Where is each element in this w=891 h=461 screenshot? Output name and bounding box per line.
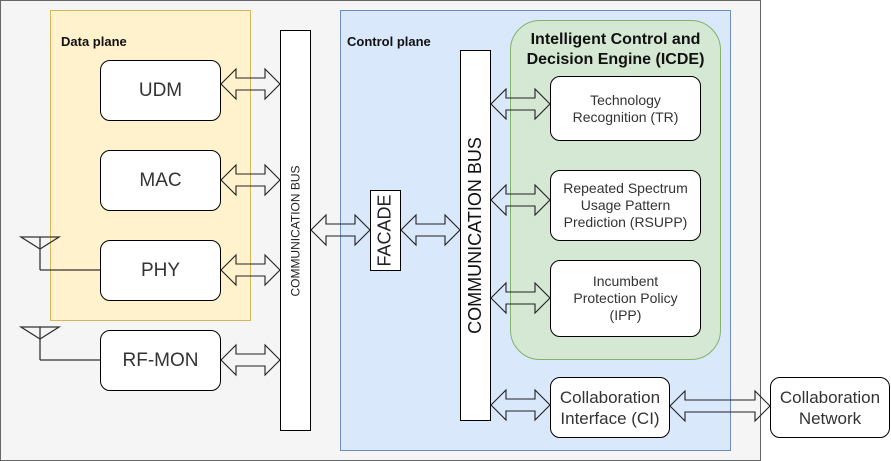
cn-line2: Network [798,408,862,428]
tr-module[interactable]: Technology Recognition (TR) [550,76,701,141]
rsupp-module[interactable]: Repeated Spectrum Usage Pattern Predicti… [550,170,701,241]
ipp-module[interactable]: Incumbent Protection Policy (IPP) [550,260,701,337]
collaboration-interface-block[interactable]: Collaboration Interface (CI) [550,377,670,438]
control-bus-label: COMMUNICATION BUS [465,137,486,334]
mac-block[interactable]: MAC [100,150,221,211]
facade-block[interactable]: FACADE [370,190,401,271]
facade-label: FACADE [375,194,395,267]
tr-line2: Recognition (TR) [572,108,679,125]
control-communication-bus[interactable]: COMMUNICATION BUS [460,50,491,421]
phy-block[interactable]: PHY [100,240,221,301]
ipp-line3: (IPP) [609,307,642,323]
collaboration-network-block[interactable]: Collaboration Network [770,377,890,438]
ipp-line1: Incumbent [592,273,659,289]
cn-line1: Collaboration [779,387,881,407]
rsupp-line2: Usage Pattern [580,197,671,213]
left-bus-label: COMMUNICATION BUS [288,164,303,297]
icde-title: Intelligent Control and Decision Engine … [511,30,720,70]
rsupp-line1: Repeated Spectrum [563,180,688,196]
tr-line1: Technology [590,91,661,108]
left-communication-bus[interactable]: COMMUNICATION BUS [280,30,311,431]
udm-block[interactable]: UDM [100,60,221,121]
ci-line1: Collaboration [559,387,661,407]
ci-line2: Interface (CI) [560,408,660,428]
data-plane-title: Data plane [61,34,127,49]
icde-title-line2: Decision Engine (ICDE) [526,51,705,68]
ipp-line2: Protection Policy [573,290,678,306]
icde-title-line1: Intelligent Control and [530,31,701,48]
rf-mon-block[interactable]: RF-MON [100,330,221,391]
rsupp-line3: Prediction (RSUPP) [563,214,688,230]
control-plane-title: Control plane [347,34,431,49]
